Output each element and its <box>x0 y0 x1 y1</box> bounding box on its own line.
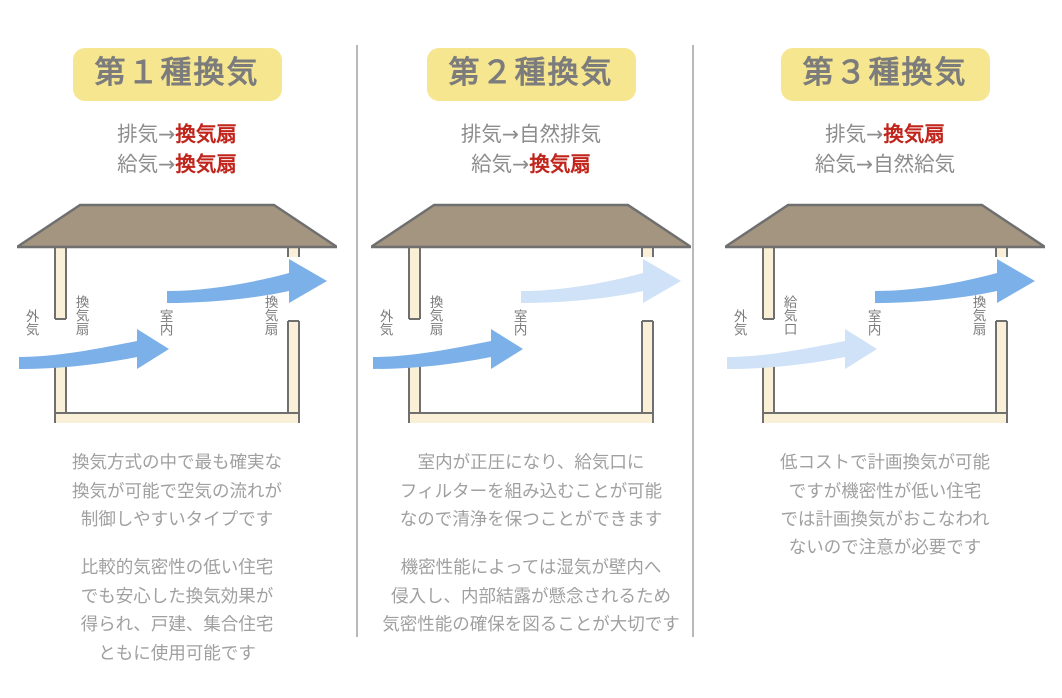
exhaust-device-label: 換気扇 <box>261 295 278 336</box>
description-line: ですが機密性が低い住宅 <box>788 481 982 502</box>
column-divider-2 <box>692 45 694 637</box>
type-badge: 第３種換気 <box>780 48 990 101</box>
airflow-line: 排気→換気扇 <box>815 120 955 150</box>
exhaust-device-label: 換気扇 <box>969 295 986 336</box>
airflow-summary: 排気→自然排気給気→換気扇 <box>461 120 601 179</box>
description-line: 侵入し、内部結露が懸念されるため <box>391 586 671 607</box>
house-illustration: 外気 換気扇 室内 <box>371 191 691 424</box>
airflow-summary: 排気→換気扇給気→換気扇 <box>117 120 237 179</box>
room-label: 室内 <box>864 309 881 337</box>
description-line: 換気が可能で空気の流れが <box>72 481 282 502</box>
description-line: では計画換気がおこなわれ <box>780 510 990 531</box>
house-illustration: 外気 給気口 室内 換気扇 <box>725 191 1045 424</box>
outside-air-label: 外気 <box>22 309 39 337</box>
airflow-line: 排気→換気扇 <box>117 120 237 150</box>
description-line: 比較的気密性の低い住宅 <box>80 558 274 579</box>
airflow-source: 排気→ <box>825 122 884 146</box>
roof <box>371 204 691 249</box>
room-label: 室内 <box>510 309 527 337</box>
airflow-line: 給気→換気扇 <box>117 150 237 180</box>
description-line: 室内が正圧になり、給気口に <box>417 453 645 474</box>
airflow-method: 換気扇 <box>175 122 237 146</box>
airflow-method: 換気扇 <box>175 151 237 176</box>
left-vent-opening <box>762 319 775 366</box>
outside-air-label: 外気 <box>730 309 747 337</box>
description-line: ないので注意が必要です <box>788 538 982 559</box>
house-illustration: 外気 換気扇 室内 換気扇 <box>17 191 337 424</box>
inflow-arrow <box>727 329 877 370</box>
description-block: 機密性能によっては湿気が壁内へ侵入し、内部結露が懸念されるため気密性能の確保を図… <box>382 554 680 639</box>
description-block: 比較的気密性の低い住宅でも安心した換気効果が得られ、戸建、集合住宅ともに使用可能… <box>81 554 274 667</box>
house-diagram <box>371 204 691 424</box>
ventilation-type-column-1: 第１種換気排気→換気扇給気→換気扇外気換気扇室内換気扇換気方式の中で最も確実な換… <box>0 0 354 698</box>
airflow-source: 給気→ <box>814 151 874 176</box>
house-diagram <box>17 204 337 424</box>
airflow-source: 排気→ <box>460 122 520 146</box>
description-line: なので清浄を保つことができます <box>399 510 663 531</box>
outflow-arrow <box>167 259 327 304</box>
outflow-arrow <box>875 259 1035 304</box>
roof <box>725 204 1045 249</box>
floor <box>762 412 1008 424</box>
inflow-arrow <box>19 329 169 370</box>
roof <box>17 204 337 249</box>
supply-device-label: 換気扇 <box>72 295 89 336</box>
type-badge: 第２種換気 <box>426 48 636 101</box>
description-block: 室内が正圧になり、給気口にフィルターを組み込むことが可能なので清浄を保つことがで… <box>400 449 663 534</box>
left-vent-opening <box>408 319 421 366</box>
type-badge: 第１種換気 <box>72 48 282 101</box>
description-line: ともに使用可能です <box>98 643 256 664</box>
description-block: 低コストで計画換気が可能ですが機密性が低い住宅では計画換気がおこなわれないので注… <box>780 449 990 562</box>
description-block: 換気方式の中で最も確実な換気が可能で空気の流れが制御しやすいタイプです <box>72 449 282 534</box>
airflow-method: 換気扇 <box>883 122 945 146</box>
description-line: でも安心した換気効果が <box>80 586 274 607</box>
supply-device-label: 換気扇 <box>426 295 443 336</box>
house-diagram <box>725 204 1045 424</box>
description-line: 制御しやすいタイプです <box>80 510 274 531</box>
airflow-method: 換気扇 <box>529 151 591 176</box>
description-line: 得られ、戸建、集合住宅 <box>80 615 274 636</box>
airflow-method: 自然排気 <box>519 122 602 146</box>
ventilation-type-column-3: 第３種換気排気→換気扇給気→自然給気外気給気口室内換気扇低コストで計画換気が可能… <box>708 0 1062 698</box>
floor <box>408 412 654 424</box>
room-label: 室内 <box>156 309 173 337</box>
inflow-arrow <box>373 329 523 370</box>
airflow-line: 給気→自然給気 <box>815 150 955 180</box>
airflow-method: 自然給気 <box>873 151 956 176</box>
airflow-summary: 排気→換気扇給気→自然給気 <box>815 120 955 179</box>
description-line: 気密性能の確保を図ることが大切です <box>382 615 680 636</box>
supply-device-label: 給気口 <box>780 295 797 336</box>
ventilation-type-column-2: 第２種換気排気→自然排気給気→換気扇外気換気扇室内室内が正圧になり、給気口にフィ… <box>354 0 708 698</box>
description-line: 機密性能によっては湿気が壁内へ <box>400 558 662 579</box>
description-line: フィルターを組み込むことが可能 <box>399 481 663 502</box>
left-vent-opening <box>54 319 67 366</box>
outside-air-label: 外気 <box>376 309 393 337</box>
airflow-source: 給気→ <box>117 151 176 176</box>
floor <box>54 412 300 424</box>
airflow-line: 排気→自然排気 <box>461 120 601 150</box>
airflow-line: 給気→換気扇 <box>461 150 601 180</box>
column-divider-1 <box>356 45 358 637</box>
airflow-source: 給気→ <box>471 151 530 176</box>
outflow-arrow <box>521 259 681 304</box>
airflow-source: 排気→ <box>117 122 176 146</box>
description-line: 低コストで計画換気が可能 <box>780 453 990 474</box>
description-line: 換気方式の中で最も確実な <box>72 453 282 474</box>
